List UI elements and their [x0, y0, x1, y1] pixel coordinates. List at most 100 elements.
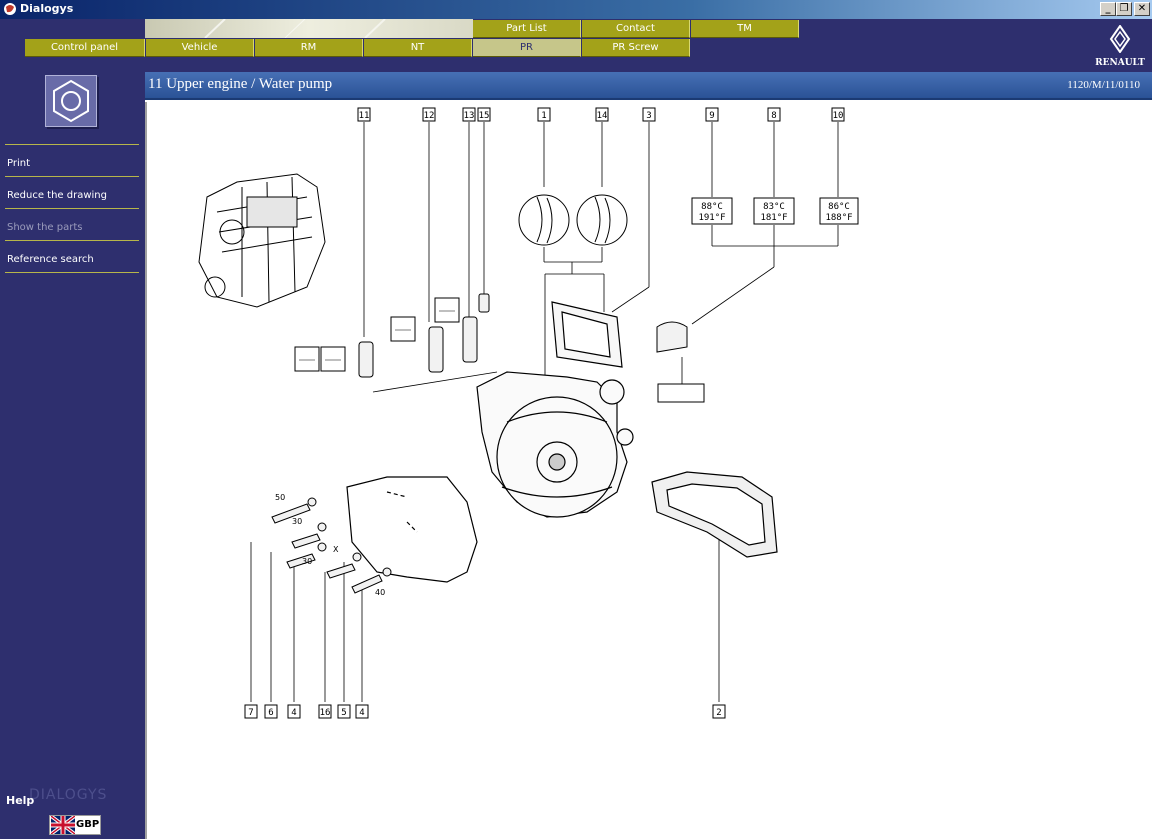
part-callout-4[interactable]: 4	[287, 704, 301, 719]
sidebar-divider	[5, 144, 139, 145]
part-callout-6[interactable]: 6	[264, 704, 278, 719]
temp-box-10: 86°C 188°F	[819, 197, 859, 225]
sidebar-item-show-parts[interactable]: Show the parts	[7, 222, 83, 233]
part-callout-15[interactable]: 15	[477, 107, 491, 122]
currency-label: GBP	[76, 819, 100, 830]
banner-decoration	[204, 19, 386, 38]
callout-number: 16	[320, 708, 331, 718]
part-callout-2[interactable]: 2	[712, 704, 726, 719]
sidebar-divider	[5, 208, 139, 209]
callout-box	[264, 704, 278, 719]
temperature-sensors	[358, 293, 688, 378]
callout-box	[355, 704, 369, 719]
sidebar-divider	[5, 272, 139, 273]
callout-box	[244, 704, 258, 719]
part-callout-9[interactable]: 9	[705, 107, 719, 122]
bolt-hexagon-icon	[45, 75, 97, 127]
part-callout-3[interactable]: 3	[642, 107, 656, 122]
dimension-label: 40	[375, 588, 385, 597]
callout-number: 4	[291, 708, 296, 718]
tab-part-list[interactable]: Part List	[473, 20, 581, 38]
document-reference: 1120/M/11/0110	[1067, 79, 1140, 91]
tab-rm[interactable]: RM	[255, 39, 363, 57]
close-button[interactable]: ✕	[1134, 2, 1150, 16]
renault-logo: RENAULT	[1092, 24, 1148, 69]
temp-fahrenheit: 188°F	[825, 213, 852, 223]
callout-number: 13	[464, 111, 475, 121]
help-link[interactable]: Help	[6, 794, 35, 807]
temp-celsius: 83°C	[763, 202, 785, 212]
renault-diamond-icon	[1109, 24, 1131, 54]
tab-vehicle[interactable]: Vehicle	[146, 39, 254, 57]
callout-box	[831, 107, 845, 122]
tab-nt[interactable]: NT	[364, 39, 472, 57]
temperature-labels: 88°C 191°F 83°C 181°F 86°C 188°F	[691, 197, 859, 225]
callout-box	[357, 107, 371, 122]
temp-celsius: 88°C	[701, 202, 723, 212]
callout-number: 3	[646, 111, 651, 121]
part-callout-7[interactable]: 7	[244, 704, 258, 719]
drawing-area[interactable]: 50 30 30 X 40 88°C 191°F 83°C 181°	[145, 102, 1152, 839]
temp-fahrenheit: 181°F	[760, 213, 787, 223]
dimension-label: X	[333, 545, 339, 554]
tab-pr-screw[interactable]: PR Screw	[582, 39, 690, 57]
tab-control-panel[interactable]: Control panel	[25, 39, 145, 57]
part-callout-13[interactable]: 13	[462, 107, 476, 122]
tab-tm[interactable]: TM	[691, 20, 799, 38]
dimension-label: 50	[275, 493, 285, 502]
temp-box-8: 83°C 181°F	[753, 197, 795, 225]
dimension-labels: 50 30 30 X 40	[275, 493, 385, 597]
callout-number: 8	[771, 111, 776, 121]
sidebar-item-reduce-drawing[interactable]: Reduce the drawing	[7, 190, 107, 201]
callout-box	[462, 107, 476, 122]
dialogys-watermark: DIALOGYS	[29, 787, 108, 803]
part-callout-1[interactable]: 1	[537, 107, 551, 122]
part-callout-10[interactable]: 10	[831, 107, 845, 122]
currency-selector[interactable]: GBP	[49, 815, 101, 835]
sidebar-divider	[5, 176, 139, 177]
part-callout-14[interactable]: 14	[595, 107, 609, 122]
timing-cover-plate	[346, 476, 478, 583]
callout-number: 15	[479, 111, 490, 121]
tab-pr[interactable]: PR	[473, 39, 581, 57]
callout-number: 12	[424, 111, 435, 121]
part-callout-12[interactable]: 12	[422, 107, 436, 122]
bolts-and-washers	[271, 497, 392, 594]
callout-box	[537, 107, 551, 122]
callout-box	[318, 704, 332, 719]
app-icon	[4, 3, 16, 15]
temp-box-9: 88°C 191°F	[691, 197, 733, 225]
sidebar-item-reference-search[interactable]: Reference search	[7, 254, 94, 265]
sensor-icons	[294, 297, 460, 372]
callout-box	[642, 107, 656, 122]
callout-number: 7	[248, 708, 253, 718]
callout-number: 1	[541, 111, 546, 121]
part-callout-8[interactable]: 8	[767, 107, 781, 122]
part-callout-5[interactable]: 5	[337, 704, 351, 719]
leader-lines	[250, 122, 839, 702]
part-callout-16[interactable]: 16	[318, 704, 332, 719]
callout-number: 9	[709, 111, 714, 121]
water-pump-body	[476, 371, 634, 518]
document-header: 11 Upper engine / Water pump 1120/M/11/0…	[145, 72, 1152, 100]
gasket-thermostat-housing	[551, 301, 623, 368]
part-callout-4[interactable]: 4	[355, 704, 369, 719]
temp-fahrenheit: 191°F	[698, 213, 725, 223]
tab-contact[interactable]: Contact	[582, 20, 690, 38]
sidebar-item-print[interactable]: Print	[7, 158, 31, 169]
exploded-parts-drawing[interactable]: 50 30 30 X 40 88°C 191°F 83°C 181°	[147, 102, 1152, 839]
engine-block-illustration	[198, 173, 326, 308]
callout-box	[595, 107, 609, 122]
maximize-button[interactable]: ❐	[1116, 2, 1132, 16]
callout-number: 11	[359, 111, 370, 121]
uk-flag-icon	[51, 816, 75, 834]
temp-celsius: 86°C	[828, 202, 850, 212]
minimize-button[interactable]: _	[1100, 2, 1116, 16]
part-callout-11[interactable]: 11	[357, 107, 371, 122]
sidebar-divider	[5, 240, 139, 241]
callout-box	[337, 704, 351, 719]
blank-reference-box	[657, 383, 705, 403]
dimension-label: 30	[292, 517, 302, 526]
header-banner	[145, 19, 473, 38]
